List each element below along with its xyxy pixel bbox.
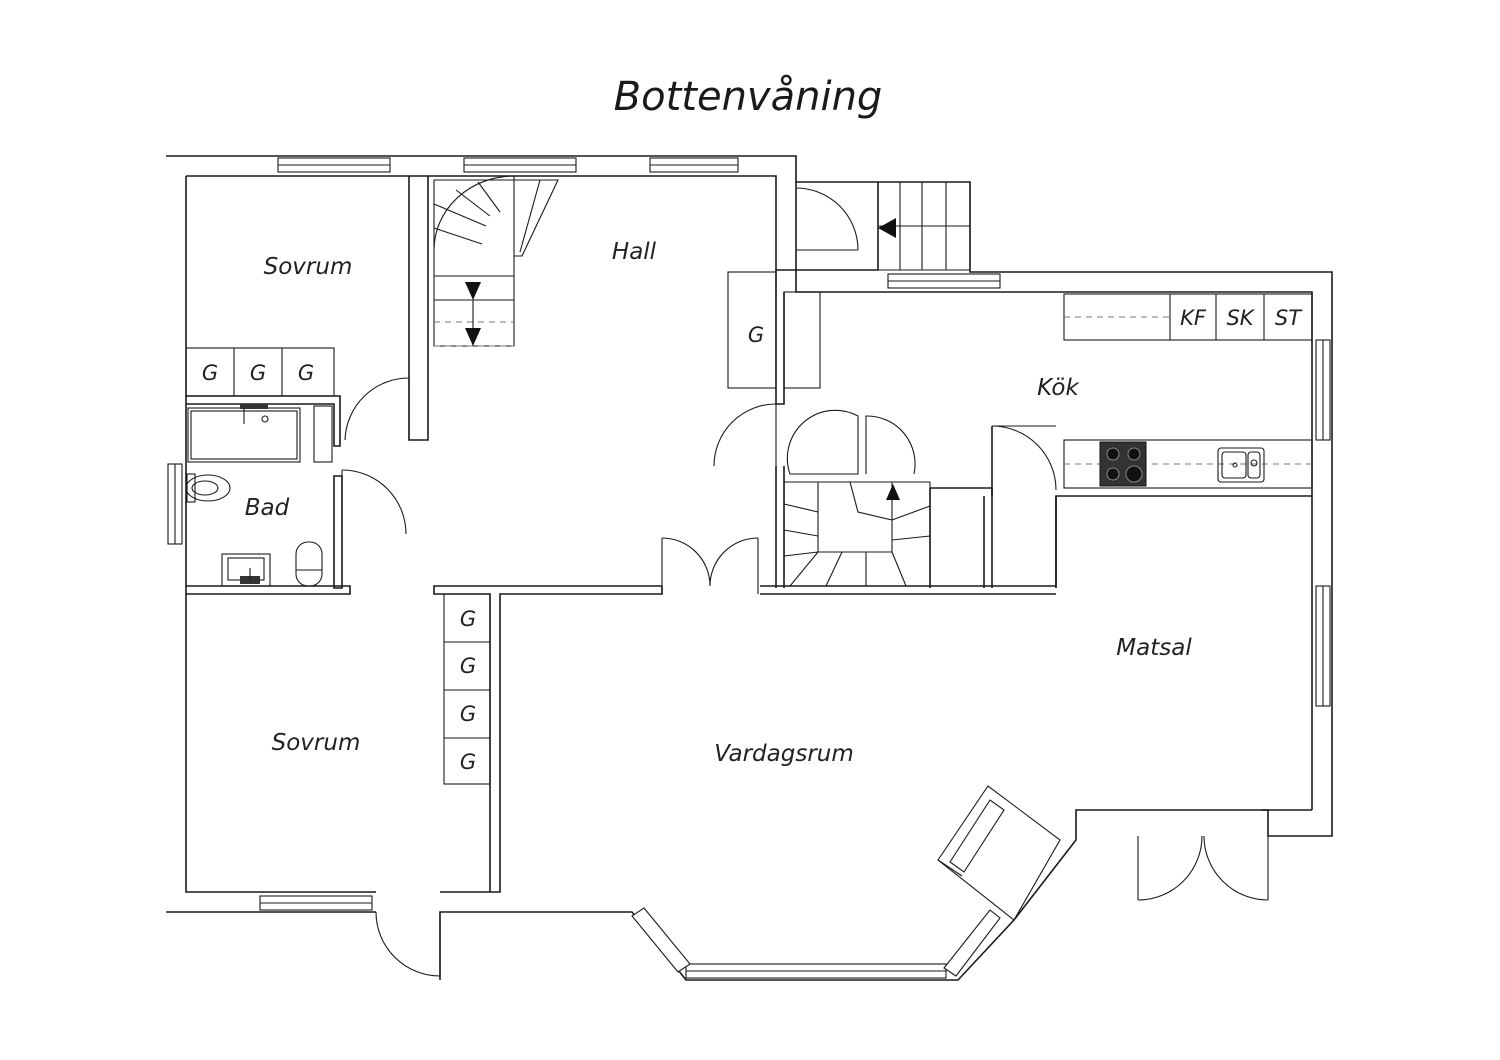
room-label-matsal: Matsal [1116, 635, 1192, 661]
interior-walls [186, 176, 1312, 893]
sink-icon [1217, 447, 1265, 483]
window-icon [1315, 339, 1331, 441]
stair-arrow-icon [886, 484, 900, 500]
room-label-vardagsrum: Vardagsrum [714, 741, 854, 767]
stair-arrow-icon [878, 218, 896, 238]
window-icon [1315, 585, 1331, 707]
wardrobe-label: G [460, 750, 476, 774]
window-icon [631, 907, 691, 973]
kitchen-fridge-label: KF [1180, 306, 1207, 330]
wardrobe-label: G [748, 323, 764, 347]
door-swing-icon [375, 911, 441, 977]
kitchen-fixtures: KF SK ST [1063, 293, 1313, 489]
doors [341, 187, 1269, 977]
door-swing-icon [1137, 835, 1269, 901]
stove-icon [1099, 441, 1147, 487]
door-swing-icon [344, 377, 410, 441]
windows [167, 157, 1331, 979]
wardrobes: G G G G G G G G [185, 271, 821, 785]
window-icon [259, 895, 373, 911]
window-icon [887, 273, 1001, 289]
door-swing-icon [786, 409, 916, 475]
room-label-hall: Hall [612, 239, 657, 265]
room-label-kok: Kök [1037, 375, 1080, 401]
stair-arrow-icon [465, 328, 481, 346]
door-swing-icon [713, 403, 777, 467]
door-swing-icon [795, 187, 859, 251]
wardrobe-label: G [250, 361, 266, 385]
room-label-sovrum-bottom: Sovrum [272, 730, 361, 756]
wardrobe-label: G [202, 361, 218, 385]
window-icon [463, 157, 577, 173]
door-swing-icon [661, 537, 759, 594]
fireplace [937, 785, 1061, 921]
window-icon [649, 157, 739, 173]
bathroom-fixtures [185, 404, 333, 587]
toilet-icon [295, 541, 323, 587]
stairs [433, 175, 971, 587]
kitchen-freezer-label: SK [1226, 306, 1255, 330]
wardrobe-label: G [298, 361, 314, 385]
room-label-bad: Bad [245, 495, 290, 521]
room-labels: Sovrum Hall Bad Kök Sovrum Vardagsrum Ma… [245, 239, 1193, 767]
plan-title: Bottenvåning [614, 74, 883, 120]
wardrobe-label: G [460, 702, 476, 726]
bathtub-icon [187, 404, 301, 463]
wardrobe-label: G [460, 654, 476, 678]
door-swing-icon [991, 425, 1057, 491]
wardrobe-label: G [460, 607, 476, 631]
toilet-icon [185, 473, 231, 503]
room-label-sovrum-top: Sovrum [264, 254, 353, 280]
kitchen-tall-cabinet-label: ST [1275, 306, 1303, 330]
stair-arrow-icon [465, 282, 481, 300]
window-icon [685, 963, 947, 979]
window-icon [167, 463, 183, 545]
window-icon [277, 157, 391, 173]
washbasin-icon [221, 553, 271, 587]
door-swing-icon [341, 469, 407, 535]
window-icon [943, 909, 1001, 977]
